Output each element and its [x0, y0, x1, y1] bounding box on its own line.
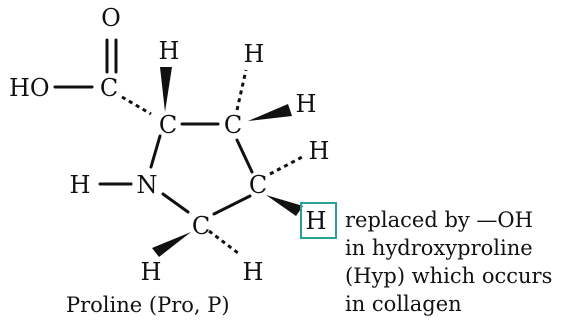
annotation-line-3: (Hyp) which occurs	[345, 264, 552, 288]
atom-h-gamma-boxed: H	[306, 207, 327, 235]
atom-c-alpha: C	[159, 111, 177, 139]
bond-delta-n	[161, 192, 190, 214]
bond-beta-gamma	[235, 138, 254, 174]
caption: Proline (Pro, P)	[66, 293, 230, 317]
bond-gamma-delta	[212, 194, 252, 216]
wedge-delta-h-left	[152, 232, 191, 257]
atom-c-delta: C	[192, 212, 210, 240]
atom-h-alpha: H	[159, 37, 180, 65]
bond-carboxyl-alpha	[121, 95, 152, 116]
atom-ho: HO	[9, 74, 50, 102]
highlight-box	[300, 202, 337, 239]
bond-delta-h-right	[208, 229, 239, 255]
atom-h-delta-left: H	[141, 258, 162, 286]
annotation-line-2: in hydroxyproline	[345, 236, 533, 260]
annotation-line-1: replaced by —OH	[345, 208, 533, 232]
wedge-gamma-h-boxed	[266, 195, 303, 216]
atom-c-beta: C	[224, 111, 242, 139]
wedge-alpha-h	[160, 67, 172, 112]
bond-beta-h-up	[235, 69, 248, 111]
bonds	[53, 38, 305, 257]
wedge-beta-h-right	[248, 104, 292, 121]
atom-n: N	[137, 171, 158, 199]
annotation: replaced by —OH in hydroxyproline (Hyp) …	[345, 208, 552, 316]
atom-c-carboxyl: C	[100, 74, 118, 102]
bond-gamma-h-up	[269, 154, 305, 176]
atom-h-delta-right: H	[243, 258, 264, 286]
atom-o-top: O	[101, 4, 121, 32]
atoms: O HO C C C C C N H H H H H H H H	[9, 4, 329, 286]
atom-h-gamma-up: H	[309, 137, 330, 165]
atom-h-beta-right: H	[296, 90, 317, 118]
atom-h-n: H	[70, 171, 91, 199]
atom-h-beta-up: H	[244, 40, 265, 68]
atom-c-gamma: C	[249, 171, 267, 199]
annotation-line-4: in collagen	[345, 292, 462, 316]
bond-n-alpha	[149, 134, 162, 169]
